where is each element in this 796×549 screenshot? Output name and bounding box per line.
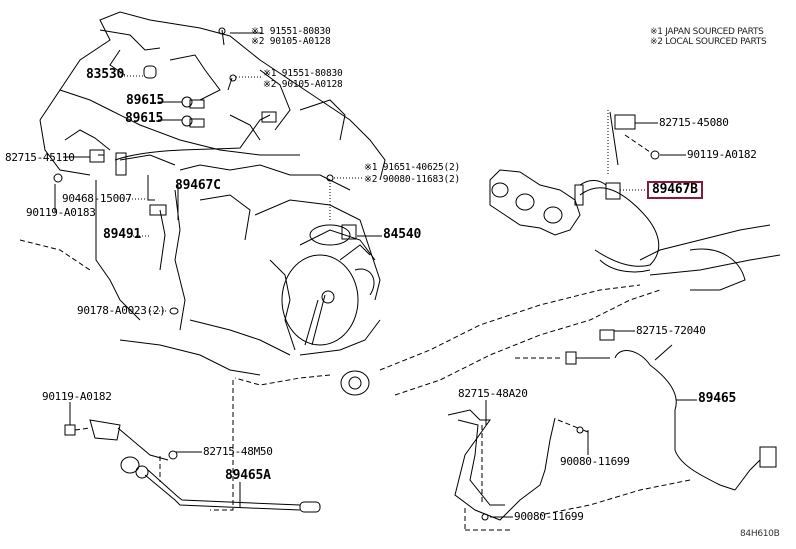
part-label-89615-lower[interactable]: 89615 — [125, 111, 164, 126]
part-label-82715-72040[interactable]: 82715-72040 — [636, 324, 706, 337]
part-label-89465A[interactable]: 89465A — [225, 468, 271, 483]
part-label-90119-A0182-left[interactable]: 90119-A0182 — [42, 390, 112, 403]
part-label-82715-48A20[interactable]: 82715-48A20 — [458, 387, 528, 400]
engine-block-drawing — [19, 11, 386, 376]
exhaust-pipe-drawing — [210, 284, 661, 511]
part-label-89467C[interactable]: 89467C — [175, 178, 221, 193]
part-label-89467B-highlighted[interactable]: 89467B — [647, 181, 703, 199]
part-label-bolt-trans-japan[interactable]: ※1 91651-40625(2) — [364, 162, 461, 173]
legend-japan-sourced: ※1 JAPAN SOURCED PARTS — [650, 27, 764, 37]
part-label-83530[interactable]: 83530 — [86, 67, 125, 82]
part-label-bolt-top-japan[interactable]: ※1 91551-80830 — [251, 26, 331, 37]
part-label-89491[interactable]: 89491 — [103, 227, 142, 242]
leader-lines — [54, 32, 697, 518]
part-label-bolt-top-local[interactable]: ※2 90105-A0128 — [251, 36, 331, 47]
part-label-90080-11699-lower[interactable]: 90080-11699 — [514, 510, 584, 523]
legend-local-sourced: ※2 LOCAL SOURCED PARTS — [650, 37, 767, 47]
part-label-82715-45080[interactable]: 82715-45080 — [659, 116, 729, 129]
exhaust-manifold-drawing — [489, 169, 781, 291]
part-label-bolt-trans-local[interactable]: ※2 90080-11683(2) — [364, 174, 461, 185]
part-label-84540[interactable]: 84540 — [383, 227, 422, 242]
transmission-drawing — [269, 229, 381, 356]
part-label-89615-upper[interactable]: 89615 — [126, 93, 165, 108]
part-label-90119-A0182-right[interactable]: 90119-A0182 — [687, 148, 757, 161]
part-label-90119-A0183[interactable]: 90119-A0183 — [26, 206, 96, 219]
part-label-82715-45110[interactable]: 82715-45110 — [5, 151, 75, 164]
part-label-89465[interactable]: 89465 — [698, 391, 737, 406]
diagram-code: 84H610B — [740, 529, 780, 539]
part-label-90178-A0023[interactable]: 90178-A0023(2) — [77, 304, 166, 317]
part-label-bolt-mid-local[interactable]: ※2 90105-A0128 — [263, 79, 343, 90]
part-label-90468-15007[interactable]: 90468-15007 — [62, 192, 132, 205]
sensors-and-brackets-drawing — [53, 27, 777, 531]
part-label-82715-48M50[interactable]: 82715-48M50 — [203, 445, 273, 458]
part-label-bolt-mid-japan[interactable]: ※1 91551-80830 — [263, 68, 343, 79]
part-label-90080-11699-upper[interactable]: 90080-11699 — [560, 455, 630, 468]
